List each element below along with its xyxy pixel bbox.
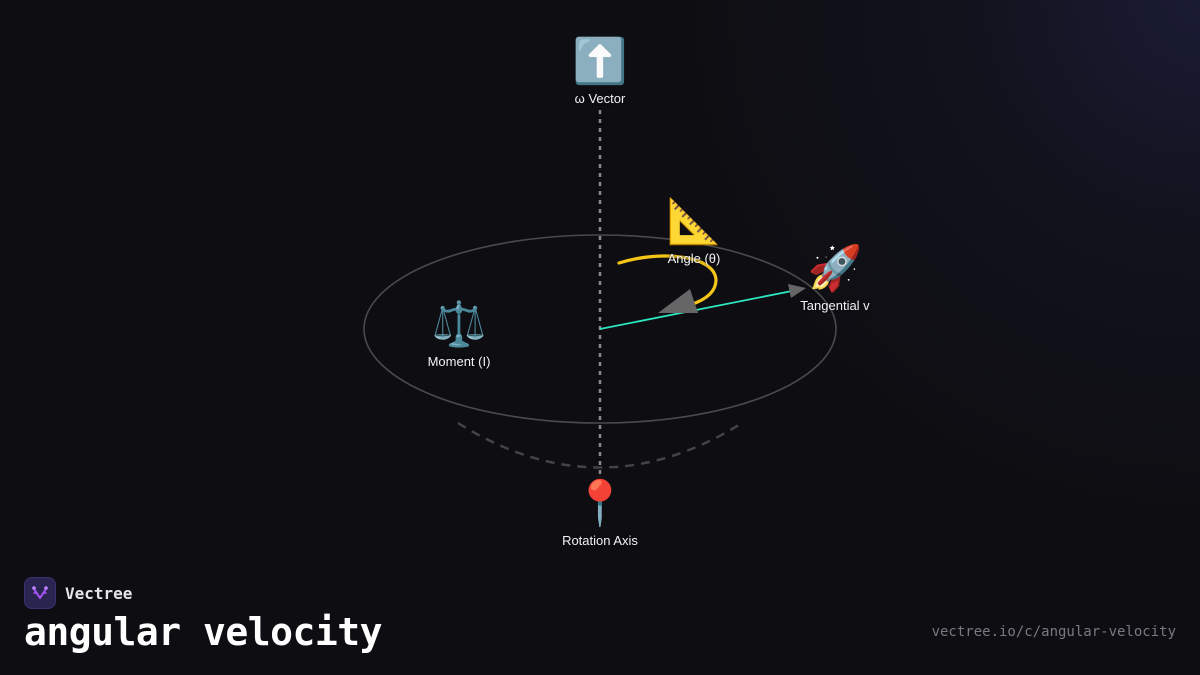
node-label: Moment (I) xyxy=(427,354,491,369)
node-omega-vector[interactable]: ⬆️ ω Vector xyxy=(572,36,628,107)
node-tangential-velocity[interactable]: 🚀 Tangential v xyxy=(800,243,870,314)
node-label: Rotation Axis xyxy=(562,533,638,548)
orbit-ellipse xyxy=(363,234,837,424)
node-label: ω Vector xyxy=(574,91,626,106)
source-url[interactable]: vectree.io/c/angular-velocity xyxy=(931,624,1176,640)
brand-name: Vectree xyxy=(65,583,133,603)
node-label: Tangential v xyxy=(800,298,870,313)
node-label: Angle (θ) xyxy=(667,251,721,266)
brand: Vectree xyxy=(24,577,132,609)
node-rotation-axis[interactable]: 📍 Rotation Axis xyxy=(562,478,638,549)
lower-dashed-arc xyxy=(457,421,743,469)
node-angle[interactable]: 📐 Angle (θ) xyxy=(666,196,722,267)
page-title: angular velocity xyxy=(24,610,383,654)
rocket-icon: 🚀 xyxy=(807,243,863,294)
angle-arc xyxy=(617,254,718,307)
balance-scale-icon: ⚖️ xyxy=(431,299,487,350)
triangular-ruler-icon: 📐 xyxy=(666,196,722,247)
radius-arrowhead xyxy=(788,284,806,298)
angle-arrowhead xyxy=(658,289,698,313)
pushpin-icon: 📍 xyxy=(572,478,628,529)
up-arrow-icon: ⬆️ xyxy=(572,36,628,87)
node-moment[interactable]: ⚖️ Moment (I) xyxy=(427,299,491,370)
vectree-logo-icon xyxy=(24,577,56,609)
